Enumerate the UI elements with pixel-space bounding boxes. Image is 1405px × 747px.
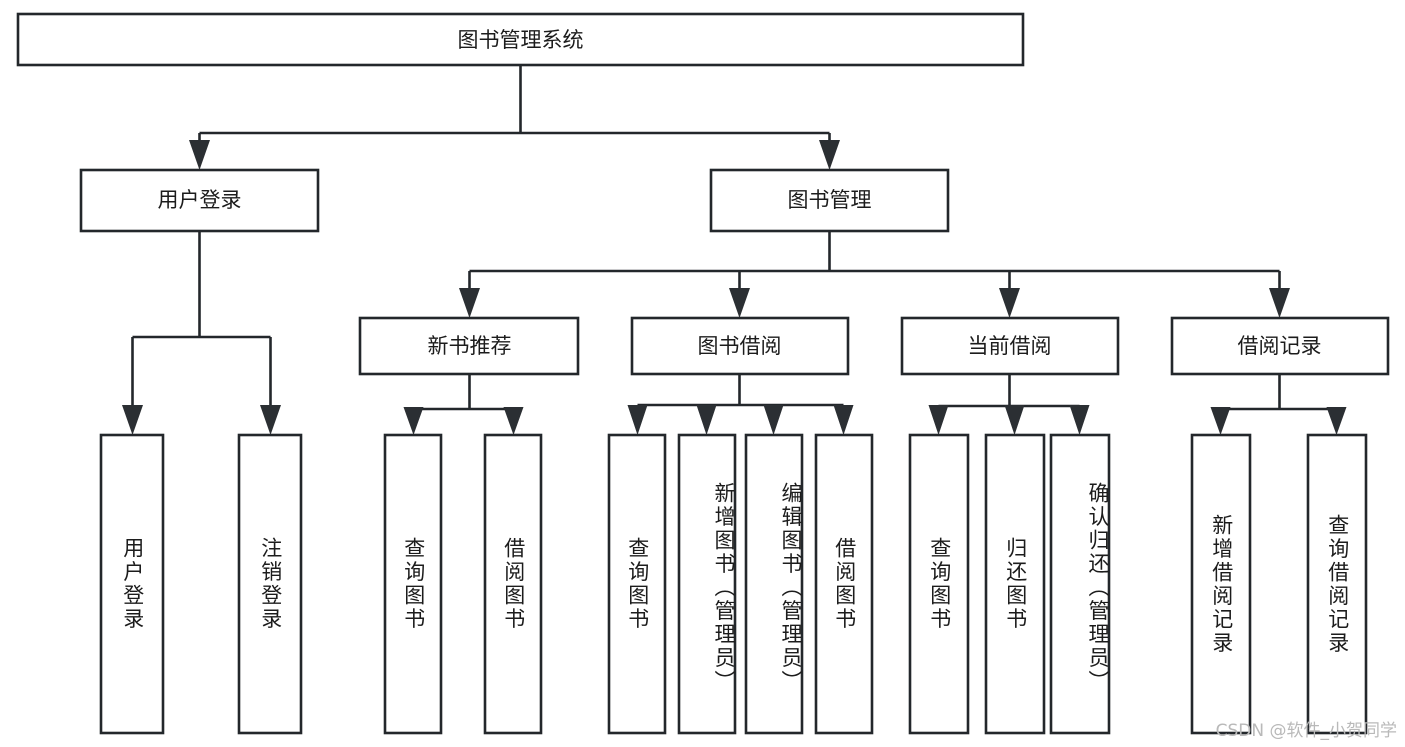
- arrow-head-user-login: [189, 140, 210, 170]
- node-book-manage[interactable]: 图书管理: [709, 168, 950, 233]
- node-new-book-recommend-rect[interactable]: [358, 316, 580, 376]
- arrow-head-book-manage: [819, 140, 840, 170]
- arrow-head-bo-query: [627, 405, 648, 435]
- connector-group-userlogin-to-leaves: [122, 231, 281, 435]
- leaf-rect-bo-edit-book[interactable]: [744, 433, 804, 735]
- node-current-borrow-label: 当前借阅: [968, 334, 1052, 358]
- arrow-head-bo-borrow: [833, 405, 854, 435]
- leaf-rect-cb-query-book[interactable]: [908, 433, 970, 735]
- arrow-head-leaf-user-login: [122, 405, 143, 435]
- arrow-head-cb-confirm: [1069, 405, 1090, 435]
- leaf-rect-logout[interactable]: [237, 433, 303, 735]
- arrow-head-br-query: [1326, 407, 1347, 435]
- connector-group-newbook-to-leaves: [403, 374, 524, 435]
- arrow-head-newbook: [459, 288, 480, 318]
- node-current-borrow-rect[interactable]: [900, 316, 1120, 376]
- node-current-borrow[interactable]: 当前借阅: [900, 316, 1120, 376]
- arrow-head-cb-return: [1004, 405, 1025, 435]
- leaf-rect-br-add-record[interactable]: [1190, 433, 1252, 735]
- connector-group-currentborrow-to-leaves: [928, 374, 1090, 435]
- leaf-rect-cb-confirm-return[interactable]: [1049, 433, 1111, 735]
- leaf-rect-bo-query-book[interactable]: [607, 433, 667, 735]
- connector-group-borrow-to-leaves: [627, 374, 854, 435]
- node-root[interactable]: 图书管理系统: [16, 12, 1025, 67]
- arrow-head-current-borrow: [999, 288, 1020, 318]
- node-borrow-record-rect[interactable]: [1170, 316, 1390, 376]
- node-root-rect[interactable]: [16, 12, 1025, 67]
- arrow-head-bo-edit: [763, 405, 784, 435]
- node-book-borrow[interactable]: 图书借阅: [630, 316, 850, 376]
- node-borrow-record[interactable]: 借阅记录: [1170, 316, 1390, 376]
- csdn-watermark: CSDN @软件_小贺同学: [1215, 721, 1397, 741]
- arrow-head-br-add: [1210, 407, 1231, 435]
- arrow-head-bo-add: [696, 405, 717, 435]
- leaf-rect-bo-add-book[interactable]: [677, 433, 737, 735]
- arrow-head-borrow-record: [1269, 288, 1290, 318]
- leaf-rect-br-query-record[interactable]: [1306, 433, 1368, 735]
- leaf-rect-nb-query-book[interactable]: [383, 433, 443, 735]
- arrow-head-nb-query: [403, 407, 424, 435]
- node-user-login-label: 用户登录: [158, 188, 242, 212]
- arrow-head-cb-query: [928, 405, 949, 435]
- connector-group-borrowrecord-to-leaves: [1210, 374, 1347, 435]
- leaf-boxes: [99, 433, 1368, 735]
- leaf-rect-cb-return-book[interactable]: [984, 433, 1046, 735]
- node-book-manage-rect[interactable]: [709, 168, 950, 233]
- node-new-book-recommend[interactable]: 新书推荐: [358, 316, 580, 376]
- node-new-book-recommend-label: 新书推荐: [428, 334, 512, 358]
- leaf-rect-user-login[interactable]: [99, 433, 165, 735]
- arrow-head-borrow: [729, 288, 750, 318]
- node-user-login-rect[interactable]: [79, 168, 320, 233]
- leaf-rect-nb-borrow-book[interactable]: [483, 433, 543, 735]
- node-book-borrow-rect[interactable]: [630, 316, 850, 376]
- node-user-login[interactable]: 用户登录: [79, 168, 320, 233]
- connector-group-bookmanage-to-level3: [459, 231, 1290, 318]
- node-borrow-record-label: 借阅记录: [1238, 334, 1322, 358]
- arrow-head-leaf-logout: [260, 405, 281, 435]
- connector-group-root-to-level2: [189, 65, 840, 170]
- leaf-rect-bo-borrow-book[interactable]: [814, 433, 874, 735]
- node-root-label: 图书管理系统: [458, 28, 584, 52]
- arrow-head-nb-borrow: [503, 407, 524, 435]
- node-book-borrow-label: 图书借阅: [698, 334, 782, 358]
- node-book-manage-label: 图书管理: [788, 188, 872, 212]
